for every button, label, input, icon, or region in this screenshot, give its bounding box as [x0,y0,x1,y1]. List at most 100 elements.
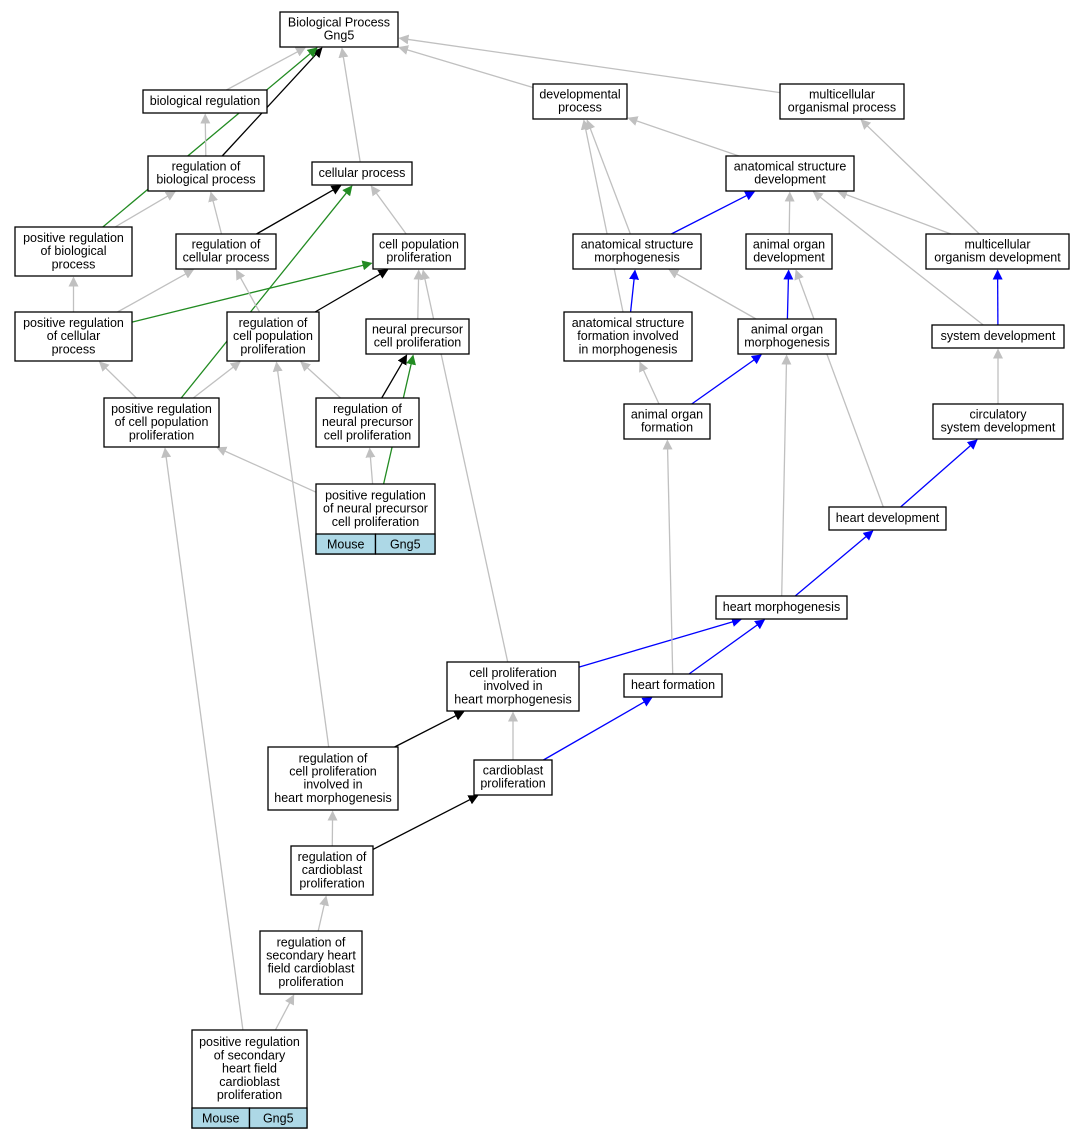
node-label-line: Gng5 [324,29,355,43]
node-box [828,506,947,531]
edge-is-a [781,354,792,597]
node-box [563,311,693,362]
edge-is-a [784,191,795,235]
edge-is-a [794,269,884,508]
node-box [259,930,363,995]
node-label-line: cell population [233,329,313,343]
node-box [932,403,1064,440]
node-box [365,318,470,355]
go-term-node[interactable]: biological regulation [142,89,268,114]
edge-is-a [200,113,211,157]
node-box [779,83,905,120]
node-label-line: cardioblast [302,863,363,877]
node-label-line: cell proliferation [374,336,462,350]
go-term-node[interactable]: heart development [828,506,947,531]
edge-positively-regulates [102,47,318,228]
node-label-line: neural precursor [372,323,463,337]
node-label-line: biological process [156,173,255,187]
edge-is-a [117,269,195,313]
node-label-line: of cell population [115,415,209,429]
node-label-line: proliferation [240,342,305,356]
edge-is-a [580,119,624,313]
node-label-line: Biological Process [288,16,390,30]
node-box [572,233,702,270]
node-box [745,233,833,270]
node-label-line: of biological [40,244,106,258]
node-label-line: field cardioblast [268,962,355,976]
annotation-badge-label: Mouse [202,1112,240,1126]
node-label-line: cell proliferation [289,765,377,779]
node-box [925,233,1070,270]
node-box [623,403,711,440]
node-box [473,759,553,796]
edge-is-a [338,47,361,163]
edge-is-a [662,439,674,675]
node-label-line: anatomical structure [734,160,847,174]
edge-is-a [317,895,329,932]
go-term-node[interactable]: heart morphogenesis [715,595,848,620]
edge-is-a [98,361,137,399]
edge-is-a [370,185,407,235]
edge-part-of [578,617,742,668]
edge-positively-regulates [180,185,353,399]
node-label-line: formation involved [577,329,678,343]
node-box [623,673,723,698]
node-label-line: positive regulation [111,402,212,416]
edge-regulates [394,711,465,748]
annotation-badge-label: Gng5 [390,538,421,552]
node-box [446,661,580,712]
go-term-node[interactable]: system development [931,324,1065,349]
node-label-line: multicellular [809,88,875,102]
edge-regulates [256,185,342,235]
node-box [175,233,277,270]
node-label-line: regulation of [239,316,308,330]
edge-is-a [235,269,261,313]
node-label-line: process [558,101,602,115]
go-term-node[interactable]: heart formation [623,673,723,698]
node-box [715,595,848,620]
node-label-line: cell proliferation [324,428,412,442]
node-label-line: cardioblast [219,1075,280,1089]
node-label-line: positive regulation [23,231,124,245]
node-box [226,311,320,362]
node-label-line: proliferation [480,777,545,791]
node-box [931,324,1065,349]
go-term-node[interactable]: cellular process [311,161,413,186]
node-label-line: heart development [836,511,940,525]
node-label-line: proliferation [386,251,451,265]
node-label-line: regulation of [333,402,402,416]
node-label-line: proliferation [129,428,194,442]
node-label-line: involved in [303,778,362,792]
edge-is-a [860,119,980,235]
node-box [532,83,628,120]
node-label-line: formation [641,421,693,435]
